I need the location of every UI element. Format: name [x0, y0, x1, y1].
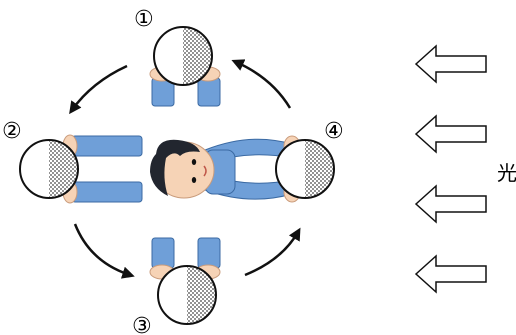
ball-icon — [158, 266, 216, 324]
orbit-arrow-3-to-4 — [245, 232, 298, 275]
arrow-left-icon — [416, 46, 486, 82]
light-arrows — [416, 46, 486, 292]
orbit-arrow-2-to-3 — [75, 224, 130, 275]
position-label-1: ① — [134, 7, 154, 32]
ball-icon — [154, 27, 212, 85]
orbit-arrow-4-to-1 — [236, 62, 290, 108]
arrow-left-icon — [416, 186, 486, 222]
position-label-4: ④ — [324, 119, 344, 144]
ball-icon — [276, 140, 334, 198]
position-label-2: ② — [2, 119, 22, 144]
orbit-arrow-1-to-2 — [72, 66, 127, 110]
ball-icon — [20, 140, 78, 198]
position-label-3: ③ — [132, 314, 152, 335]
light-label: 光 — [497, 161, 516, 185]
arrow-left-icon — [416, 116, 486, 152]
arrow-left-icon — [416, 256, 486, 292]
